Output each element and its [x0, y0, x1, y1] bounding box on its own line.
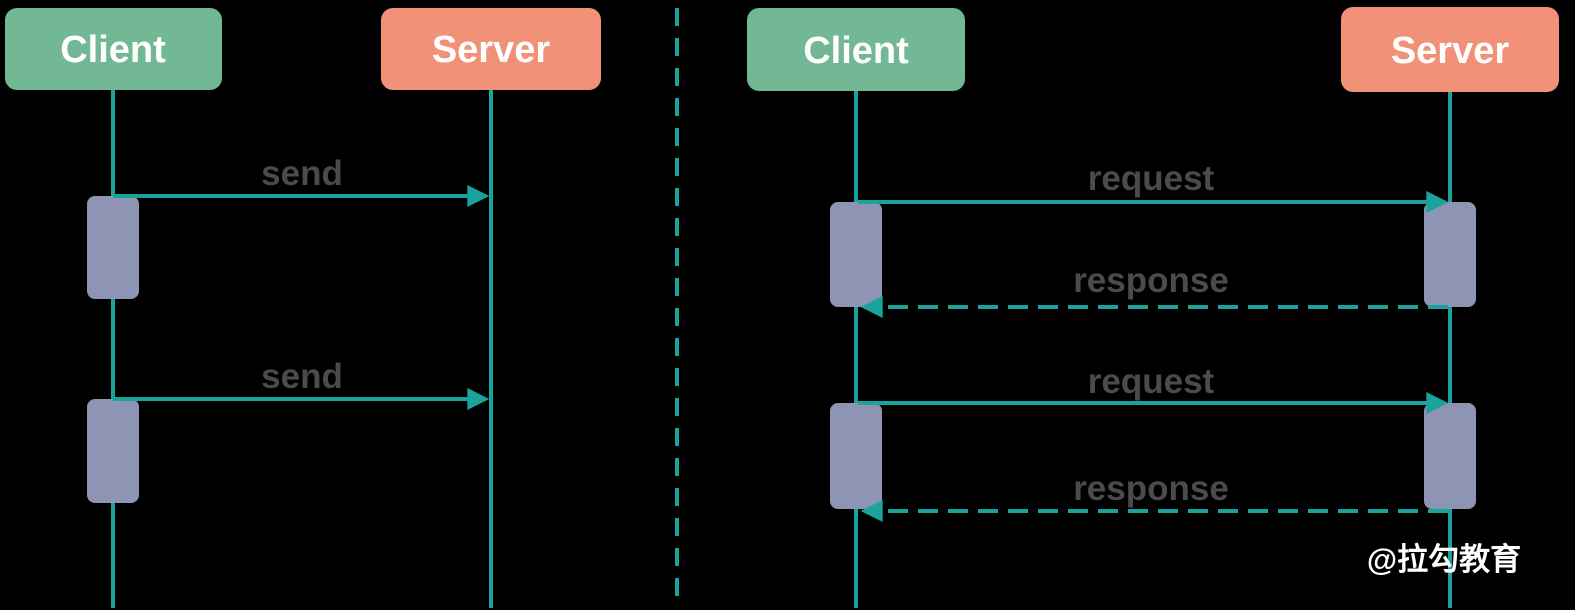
left-server-box-label: Server — [432, 29, 551, 71]
left-server-box — [381, 8, 601, 90]
right-client-activation-bar-1 — [830, 202, 882, 307]
right-diagram: request response request response Client… — [747, 7, 1559, 608]
right-server-activation-bar-2 — [1424, 403, 1476, 509]
right-server-activation-bar-1 — [1424, 202, 1476, 307]
right-response-label-2: response — [1073, 469, 1229, 508]
right-server-box-label: Server — [1391, 30, 1510, 72]
left-client-activation-bar-2 — [87, 399, 139, 503]
right-client-box-label: Client — [803, 30, 909, 72]
right-server-box — [1341, 7, 1559, 92]
right-client-activation-bar-2 — [830, 403, 882, 509]
left-client-box — [5, 8, 222, 90]
left-client-box-label: Client — [60, 29, 166, 71]
right-response-label-1: response — [1073, 261, 1229, 300]
right-request-label-2: request — [1088, 362, 1215, 401]
left-client-activation-bar-1 — [87, 196, 139, 299]
left-send-label-1: send — [261, 154, 343, 193]
left-send-label-2: send — [261, 357, 343, 396]
right-request-label-1: request — [1088, 159, 1215, 198]
left-diagram: send send Client Server — [5, 8, 601, 608]
watermark-text: @拉勾教育 — [1367, 542, 1521, 577]
right-client-box — [747, 8, 965, 91]
